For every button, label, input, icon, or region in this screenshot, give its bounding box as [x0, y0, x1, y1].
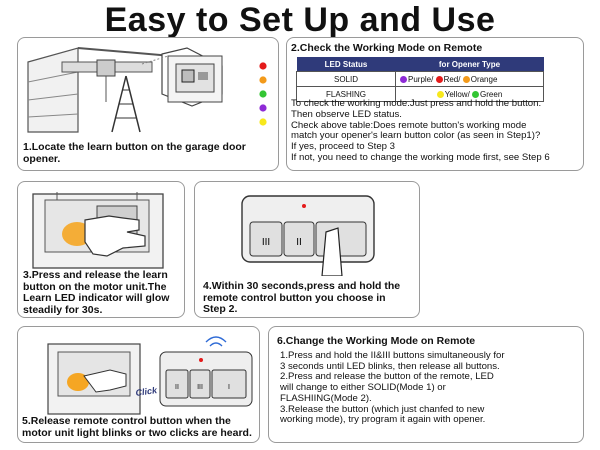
step4-caption: 4.Within 30 seconds,press and hold the r… [203, 280, 401, 315]
table-cell-status: SOLID [296, 71, 396, 87]
yellow-dot-icon [436, 90, 444, 98]
release-illustration: Click Click! II III I [47, 336, 253, 415]
step1-caption: 1.Locate the learn button on the garage … [23, 141, 246, 165]
signal-waves-icon [205, 336, 227, 347]
step3-caption: 3.Press and release the learn button on … [23, 269, 170, 316]
table-cell-types: Purple/ Red/ Orange [395, 71, 544, 87]
motor-light-icon [67, 373, 89, 391]
table-cell-status: FLASHING [296, 86, 396, 102]
step2-body: To check the working mode.Just press and… [291, 98, 550, 163]
step6-heading: 6.Change the Working Mode on Remote [277, 335, 476, 347]
step5-caption: 5.Release remote control button when the… [22, 415, 252, 439]
motor-unit-illustration [32, 192, 164, 269]
orange-dot-icon [462, 75, 470, 83]
finger-icon [321, 227, 343, 276]
table-cell-types: Yellow/ Green [395, 86, 544, 102]
table-row: FLASHING Yellow/ Green [296, 86, 544, 102]
hand-icon [84, 215, 146, 257]
button-label: II [296, 237, 302, 248]
step6-body: 1.Press and hold the II&III buttons simu… [280, 350, 505, 426]
svg-text:II: II [175, 384, 179, 391]
svg-text:III: III [197, 384, 203, 391]
svg-text:I: I [228, 384, 230, 391]
ladder-icon [111, 75, 141, 133]
garage-illustration [27, 47, 267, 133]
hand-icon [83, 369, 127, 393]
purple-dot-icon [400, 75, 407, 83]
green-dot-icon [472, 90, 480, 98]
led-purple [259, 62, 267, 70]
table-row: SOLID Purple/ Red/ Orange [296, 71, 544, 87]
red-dot-icon [435, 75, 443, 83]
remote-illustration: III II [241, 195, 375, 276]
step2-heading: 2.Check the Working Mode on Remote [291, 42, 483, 54]
table-header-status: LED Status [296, 57, 396, 72]
table-header-type: for Opener Type [395, 57, 544, 72]
step6-panel [268, 326, 584, 443]
page-title: Easy to Set Up and Use [104, 1, 496, 39]
button-label: III [262, 237, 270, 248]
led-indicator [302, 204, 306, 208]
mode-table: LED Status for Opener Type SOLID Purple/… [296, 57, 544, 102]
